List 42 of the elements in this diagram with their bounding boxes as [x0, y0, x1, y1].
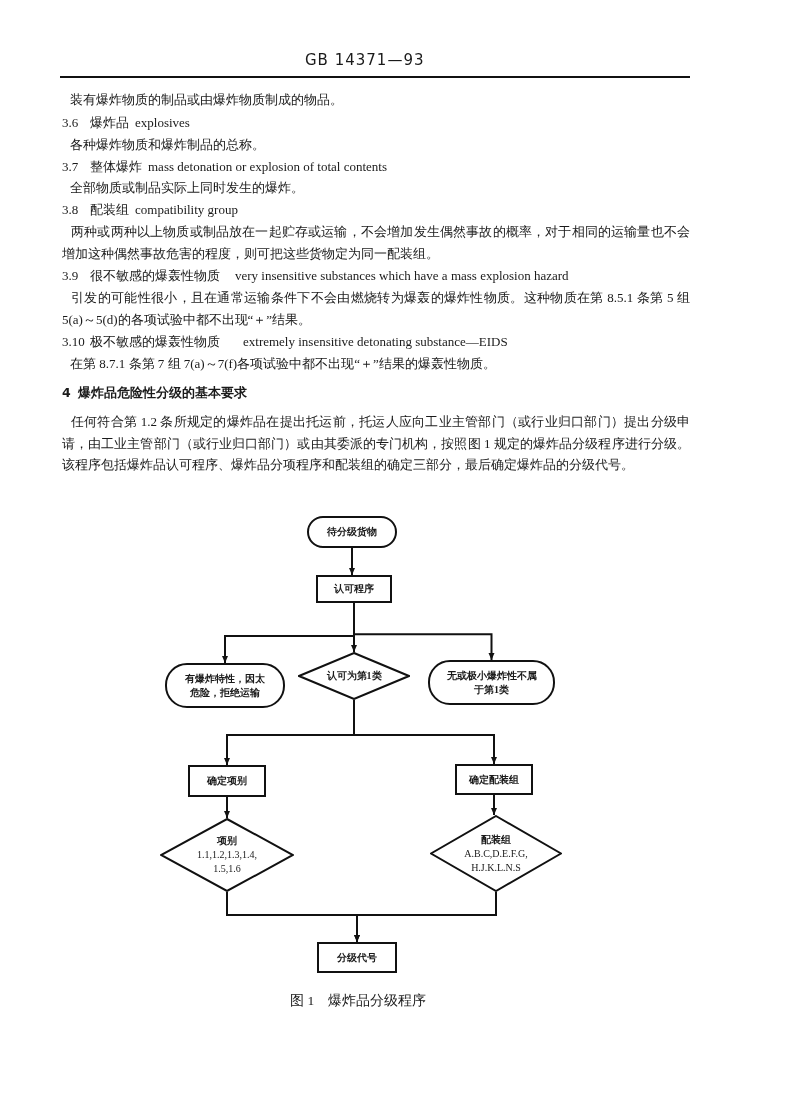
section-number: 4: [62, 384, 71, 402]
clause-number: 3.9: [62, 267, 79, 285]
section-heading: 爆炸品危险性分级的基本要求: [78, 384, 247, 402]
body-text: 装有爆炸物质的制品或由爆炸物质制成的物品。: [70, 91, 343, 109]
term-english: explosives: [135, 114, 190, 132]
terminal-box: 待分级货物: [307, 516, 397, 548]
terminal-box: 有爆炸特性，因太危险，拒绝运输: [165, 663, 285, 708]
arrow: [353, 699, 497, 765]
term-english: mass detonation or explosion of total contents: [148, 158, 387, 176]
body-paragraph: 引发的可能性很小，且在通常运输条件下不会由燃烧转为爆轰的爆炸性物质。这种物质在第 8.5.1 条第 5 组 5(a)～5(d)的各项试验中都不出现“＋”结果。: [62, 289, 690, 329]
arrow: [353, 602, 495, 661]
decision-diamond: 项别 1.1,1.2,1.3,1.4, 1.5,1.6: [160, 818, 294, 892]
clause-number: 3.10: [62, 333, 85, 351]
body-paragraph: 任何符合第 1.2 条所规定的爆炸品在提出托运前，托运人应向工业主管部门（或行业归口部门）提出分级申请，由工业主管部门（或行业归口部门）或由其委派的专门机构，按照图 1 规定的爆炸品分级程序进行分级。该程序包括爆炸品认可程序、爆炸品分项程序和配装组的确定三部分，最后确定爆炸品的分级代号。: [62, 413, 690, 474]
clause-number: 3.7: [62, 158, 79, 176]
term-english: very insensitive substances which have a mass explosion hazard: [235, 267, 569, 285]
figure-caption: 图 1 爆炸品分级程序: [290, 992, 427, 1010]
process-box: 确定项别: [188, 765, 266, 797]
term-english: compatibility group: [135, 201, 238, 219]
clause-number: 3.8: [62, 201, 79, 219]
term-chinese: 整体爆炸: [90, 158, 142, 176]
process-box: 分级代号: [317, 942, 397, 973]
term-chinese: 很不敏感的爆轰性物质: [90, 267, 220, 285]
term-chinese: 配装组: [90, 201, 129, 219]
arrow: [349, 547, 355, 576]
body-text: 在第 8.7.1 条第 7 组 7(a)～7(f)各项试验中都不出现“＋”结果的爆轰性物质。: [70, 355, 496, 373]
decision-diamond: 认可为第1类: [298, 652, 410, 700]
arrow: [354, 891, 497, 943]
term-chinese: 极不敏感的爆轰性物质: [90, 333, 220, 351]
decision-diamond: 配装组 A.B.C,D.E.F.G, H.J.K.L.N.S: [430, 815, 562, 892]
body-paragraph: 两种或两种以上物质或制品放在一起贮存或运输，不会增加发生偶然事故的概率，对于相同的运输量也不会增加这种偶然事故危害的程度，则可把这些货物定为同一配装组。: [62, 223, 690, 263]
arrow: [491, 794, 497, 816]
body-text: 全部物质或制品实际上同时发生的爆炸。: [70, 179, 304, 197]
terminal-box: 无或极小爆炸性不属于第1类: [428, 660, 555, 705]
running-header: GB 14371—93: [305, 50, 425, 71]
arrow: [224, 796, 230, 819]
term-chinese: 爆炸品: [90, 114, 129, 132]
process-box: 确定配装组: [455, 764, 533, 795]
clause-number: 3.6: [62, 114, 79, 132]
body-text: 各种爆炸物质和爆炸制品的总称。: [70, 136, 265, 154]
process-box: 认可程序: [316, 575, 392, 603]
term-english: extremely insensitive detonating substance—EIDS: [243, 333, 508, 351]
